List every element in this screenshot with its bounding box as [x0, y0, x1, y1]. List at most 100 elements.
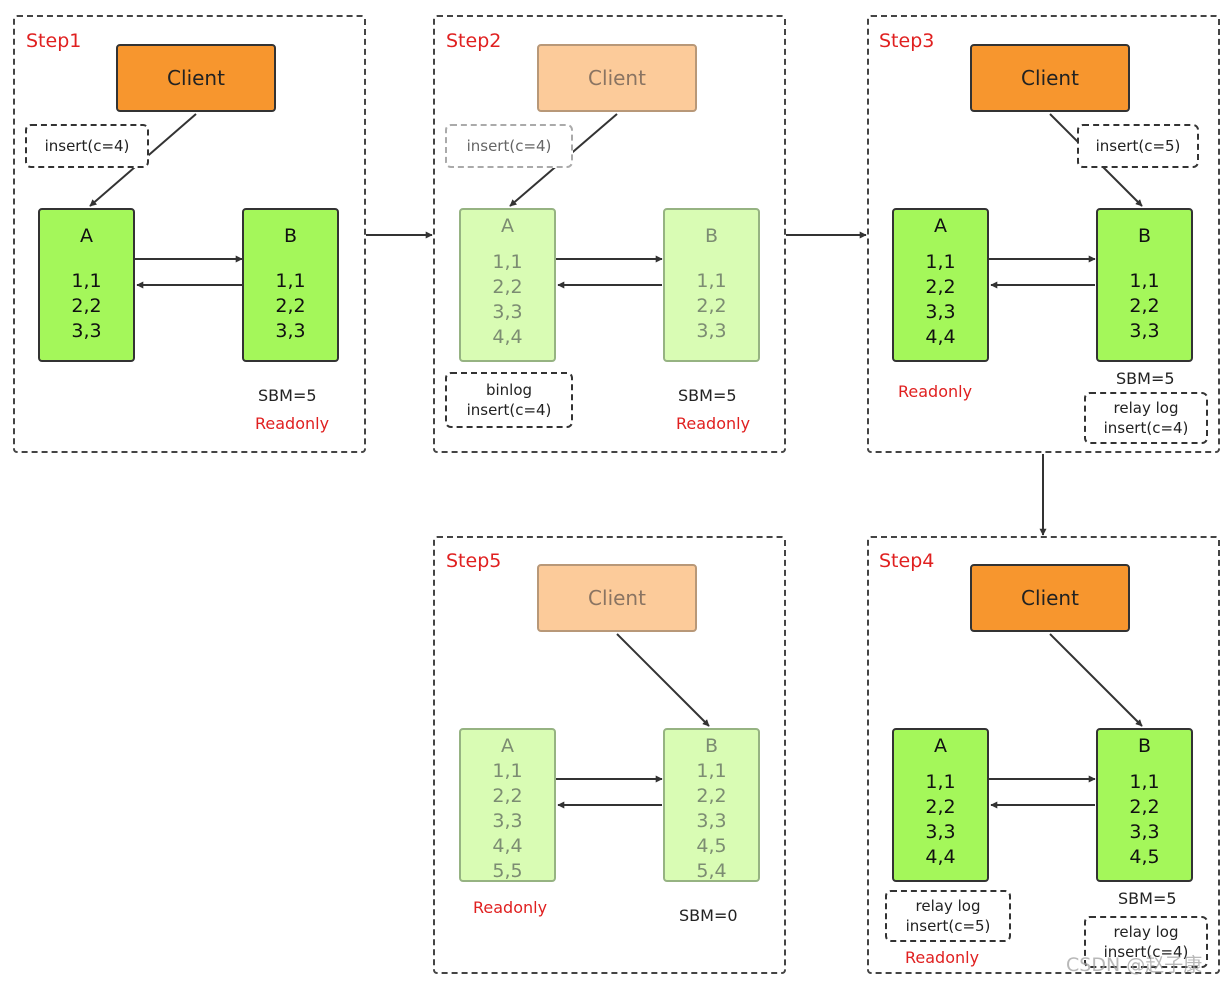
node-row: 3,3: [71, 320, 102, 342]
note-line: insert(c=4): [1103, 943, 1189, 961]
node-row: 3,3: [696, 810, 727, 832]
node-name: B: [283, 225, 298, 247]
step4-sbm: SBM=5: [1118, 889, 1177, 908]
step1-node-a: A 1,1 2,2 3,3: [38, 208, 135, 362]
node-name: A: [501, 735, 514, 757]
step5-node-a: A 1,1 2,2 3,3 4,4 5,5: [459, 728, 556, 882]
note-line: relay log: [1113, 923, 1179, 941]
step5-panel: [433, 536, 786, 974]
node-row: 1,1: [696, 270, 727, 292]
note-line: insert(c=4): [466, 137, 552, 155]
node-row: 4,4: [925, 846, 956, 868]
node-name: A: [934, 735, 947, 757]
node-row: 2,2: [275, 295, 306, 317]
node-row: 1,1: [1129, 270, 1160, 292]
node-row: 2,2: [925, 796, 956, 818]
node-row: 2,2: [492, 785, 523, 807]
step5-client: Client: [537, 564, 697, 632]
note-line: insert(c=4): [466, 401, 552, 419]
step2-panel: [433, 15, 786, 453]
node-row: 1,1: [925, 771, 956, 793]
step2-insert-note: insert(c=4): [445, 124, 573, 168]
node-row: 3,3: [925, 301, 956, 323]
step2-node-b: B 1,1 2,2 3,3: [663, 208, 760, 362]
node-row: 4,4: [492, 326, 523, 348]
node-row: 3,3: [696, 320, 727, 342]
node-name: B: [704, 735, 719, 757]
step4-node-b: B 1,1 2,2 3,3 4,5: [1096, 728, 1193, 882]
step1-node-b: B 1,1 2,2 3,3: [242, 208, 339, 362]
step2-sbm: SBM=5: [678, 386, 737, 405]
step3-relay-log-note: relay log insert(c=4): [1084, 392, 1208, 444]
node-row: 2,2: [1129, 295, 1160, 317]
note-line: binlog: [485, 381, 533, 399]
node-row: 2,2: [492, 276, 523, 298]
watermark: CSDN @赵子康: [1066, 954, 1203, 976]
node-row: 3,3: [925, 821, 956, 843]
step3-sbm: SBM=5: [1116, 369, 1175, 388]
node-name: B: [1137, 735, 1152, 757]
note-line: insert(c=5): [905, 917, 991, 935]
node-row: 4,4: [492, 835, 523, 857]
node-row: 2,2: [925, 276, 956, 298]
step4-relay-log-note-b: relay log insert(c=4): [1084, 916, 1208, 968]
node-row: 4,4: [925, 326, 956, 348]
step4-label: Step4: [879, 550, 935, 572]
step1-readonly: Readonly: [255, 414, 330, 433]
node-row: 1,1: [71, 270, 102, 292]
step2-label: Step2: [446, 30, 502, 52]
step1-client: Client: [116, 44, 276, 112]
step3-client: Client: [970, 44, 1130, 112]
node-row: 1,1: [492, 251, 523, 273]
node-row: 2,2: [696, 785, 727, 807]
node-row: 1,1: [925, 251, 956, 273]
step3-node-b: B 1,1 2,2 3,3: [1096, 208, 1193, 362]
note-line: relay log: [915, 897, 981, 915]
node-row: 1,1: [1129, 771, 1160, 793]
step2-readonly: Readonly: [676, 414, 751, 433]
step2-node-a: A 1,1 2,2 3,3 4,4: [459, 208, 556, 362]
note-line: relay log: [1113, 399, 1179, 417]
node-name: A: [80, 225, 93, 247]
step2-binlog-note: binlog insert(c=4): [445, 372, 573, 428]
node-name: A: [501, 215, 514, 237]
node-row: 3,3: [1129, 320, 1160, 342]
step1-sbm: SBM=5: [258, 386, 317, 405]
step1-label: Step1: [26, 30, 82, 52]
note-line: insert(c=4): [1103, 419, 1189, 437]
step4-panel: [867, 536, 1220, 974]
node-row: 4,5: [696, 835, 727, 857]
node-row: 5,5: [492, 860, 523, 882]
node-name: A: [934, 215, 947, 237]
node-row: 2,2: [696, 295, 727, 317]
node-row: 1,1: [492, 760, 523, 782]
step5-sbm: SBM=0: [679, 906, 738, 925]
step3-label: Step3: [879, 30, 935, 52]
node-row: 3,3: [1129, 821, 1160, 843]
node-name: B: [1137, 225, 1152, 247]
step3-insert-note: insert(c=5): [1077, 124, 1199, 168]
node-row: 3,3: [492, 810, 523, 832]
step4-readonly: Readonly: [905, 948, 980, 967]
step4-client: Client: [970, 564, 1130, 632]
node-row: 4,5: [1129, 846, 1160, 868]
step1-panel: [13, 15, 366, 453]
node-row: 2,2: [71, 295, 102, 317]
node-row: 5,4: [696, 860, 727, 882]
node-row: 3,3: [492, 301, 523, 323]
step4-relay-log-note-a: relay log insert(c=5): [885, 890, 1011, 942]
step5-readonly: Readonly: [473, 898, 548, 917]
step3-node-a: A 1,1 2,2 3,3 4,4: [892, 208, 989, 362]
step5-node-b: B 1,1 2,2 3,3 4,5 5,4: [663, 728, 760, 882]
node-row: 2,2: [1129, 796, 1160, 818]
step3-panel: [867, 15, 1220, 453]
node-row: 3,3: [275, 320, 306, 342]
node-row: 1,1: [696, 760, 727, 782]
step4-node-a: A 1,1 2,2 3,3 4,4: [892, 728, 989, 882]
step1-insert-note: insert(c=4): [25, 124, 149, 168]
step5-label: Step5: [446, 550, 502, 572]
node-name: B: [704, 225, 719, 247]
note-line: insert(c=4): [44, 137, 130, 155]
step2-client: Client: [537, 44, 697, 112]
node-row: 1,1: [275, 270, 306, 292]
